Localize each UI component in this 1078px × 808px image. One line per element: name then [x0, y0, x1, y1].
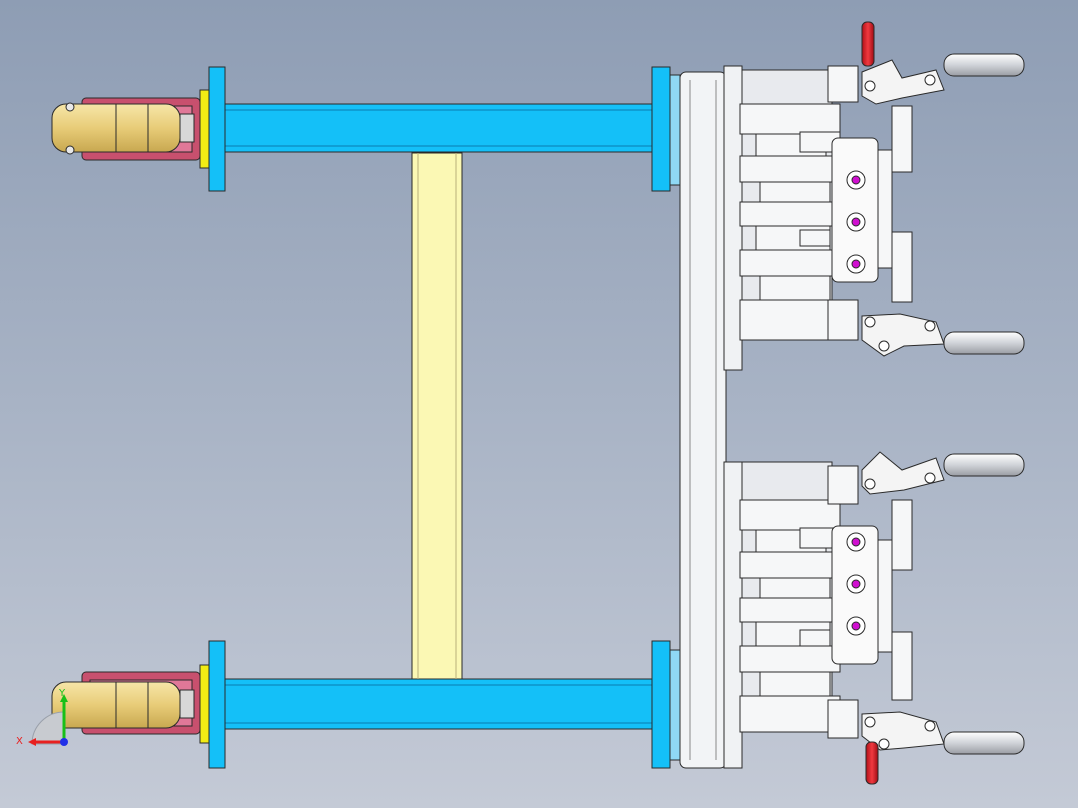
locator-pins — [846, 170, 866, 636]
lower-fixture — [739, 465, 913, 739]
crossbar — [411, 152, 463, 680]
lower-left-flange — [199, 640, 226, 769]
upper-beam — [223, 103, 655, 153]
lower-caster — [51, 671, 201, 735]
upper-fixture — [739, 65, 913, 341]
upper-left-flange — [199, 66, 226, 192]
toggle-clamp-3 — [861, 451, 1025, 495]
coordinate-triad-icon — [28, 694, 68, 746]
upper-right-flange — [651, 66, 681, 192]
toggle-clamp-2 — [861, 313, 1025, 357]
toggle-clamp-1 — [861, 21, 1025, 105]
upper-caster — [51, 97, 201, 161]
lower-beam — [223, 678, 655, 730]
axis-y-label: Y — [58, 688, 66, 699]
lower-right-flange — [651, 640, 681, 769]
base-plate — [679, 71, 727, 769]
axis-x-label: X — [16, 736, 23, 747]
toggle-clamp-4 — [861, 711, 1025, 785]
